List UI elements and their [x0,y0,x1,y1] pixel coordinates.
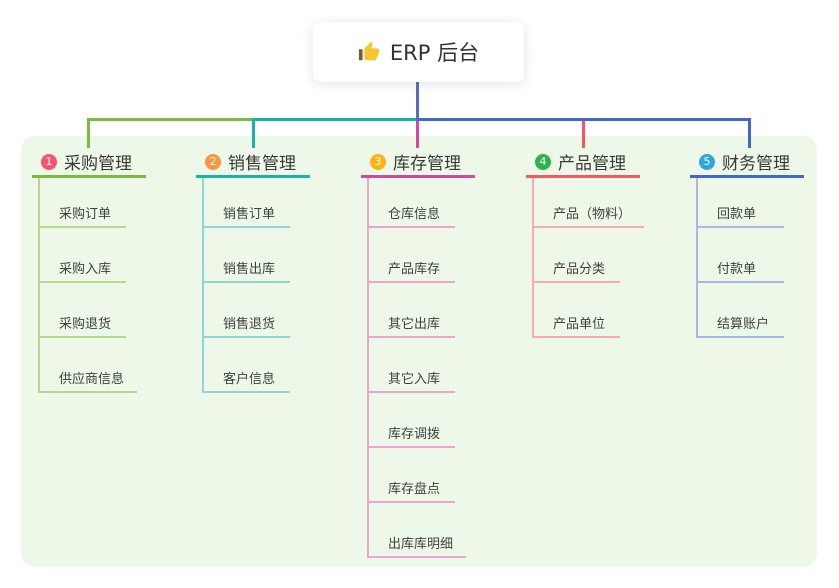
branch-label: 库存管理 [393,154,461,174]
child-node[interactable]: 出库库明细 [369,503,467,558]
child-node[interactable]: 产品分类 [534,228,620,283]
branch-node[interactable]: 4 产品管理 [526,148,640,178]
child-node[interactable]: 库存调拨 [369,393,455,448]
child-node[interactable]: 其它入库 [369,338,455,393]
child-node[interactable]: 供应商信息 [40,338,138,393]
connector-line [416,118,751,121]
branch-node[interactable]: 1 采购管理 [32,148,146,178]
connector-line [582,121,585,148]
branch-column: 1 采购管理 采购订单采购入库采购退货供应商信息 [32,148,146,393]
branch-children: 回款单付款单结算账户 [696,178,804,338]
child-node[interactable]: 回款单 [698,178,784,228]
child-node[interactable]: 其它出库 [369,283,455,338]
branch-node[interactable]: 2 销售管理 [196,148,310,178]
branch-number-badge: 4 [535,153,551,170]
child-node[interactable]: 付款单 [698,228,784,283]
branch-column: 4 产品管理 产品（物料）产品分类产品单位 [526,148,645,338]
connector-line [748,121,751,148]
connector-line [416,121,419,148]
connector-line [252,118,416,121]
branches-background-panel [21,136,817,567]
branch-column: 3 库存管理 仓库信息产品库存其它出库其它入库库存调拨库存盘点出库库明细 [361,148,475,558]
child-node[interactable]: 销售出库 [204,228,290,283]
thumbs-up-icon [358,41,380,63]
branch-children: 仓库信息产品库存其它出库其它入库库存调拨库存盘点出库库明细 [367,178,475,558]
child-node[interactable]: 销售退货 [204,283,290,338]
child-node[interactable]: 结算账户 [698,283,784,338]
branch-label: 采购管理 [64,154,132,174]
branch-children: 产品（物料）产品分类产品单位 [532,178,645,338]
child-node[interactable]: 产品（物料） [534,178,645,228]
branch-number-badge: 3 [370,153,386,170]
connector-line [416,82,419,121]
child-node[interactable]: 采购入库 [40,228,126,283]
child-node[interactable]: 产品单位 [534,283,620,338]
child-node[interactable]: 库存盘点 [369,448,455,503]
branch-column: 5 财务管理 回款单付款单结算账户 [690,148,804,338]
child-node[interactable]: 客户信息 [204,338,290,393]
child-node[interactable]: 采购订单 [40,178,126,228]
branch-number-badge: 5 [699,153,715,170]
child-node[interactable]: 采购退货 [40,283,126,338]
connector-line [252,121,255,148]
root-title: ERP 后台 [389,41,480,65]
connector-line [87,118,252,121]
child-node[interactable]: 销售订单 [204,178,290,228]
connector-line [87,121,90,148]
child-node[interactable]: 仓库信息 [369,178,455,228]
branch-node[interactable]: 3 库存管理 [361,148,475,178]
branch-number-badge: 2 [205,153,221,170]
branch-node[interactable]: 5 财务管理 [690,148,804,178]
branch-label: 销售管理 [228,154,296,174]
branch-label: 财务管理 [722,154,790,174]
child-node[interactable]: 产品库存 [369,228,455,283]
branch-children: 销售订单销售出库销售退货客户信息 [202,178,310,393]
root-node-erp[interactable]: ERP 后台 [313,22,524,82]
branch-label: 产品管理 [558,154,626,174]
branch-number-badge: 1 [41,153,57,170]
branch-column: 2 销售管理 销售订单销售出库销售退货客户信息 [196,148,310,393]
branch-children: 采购订单采购入库采购退货供应商信息 [38,178,146,393]
